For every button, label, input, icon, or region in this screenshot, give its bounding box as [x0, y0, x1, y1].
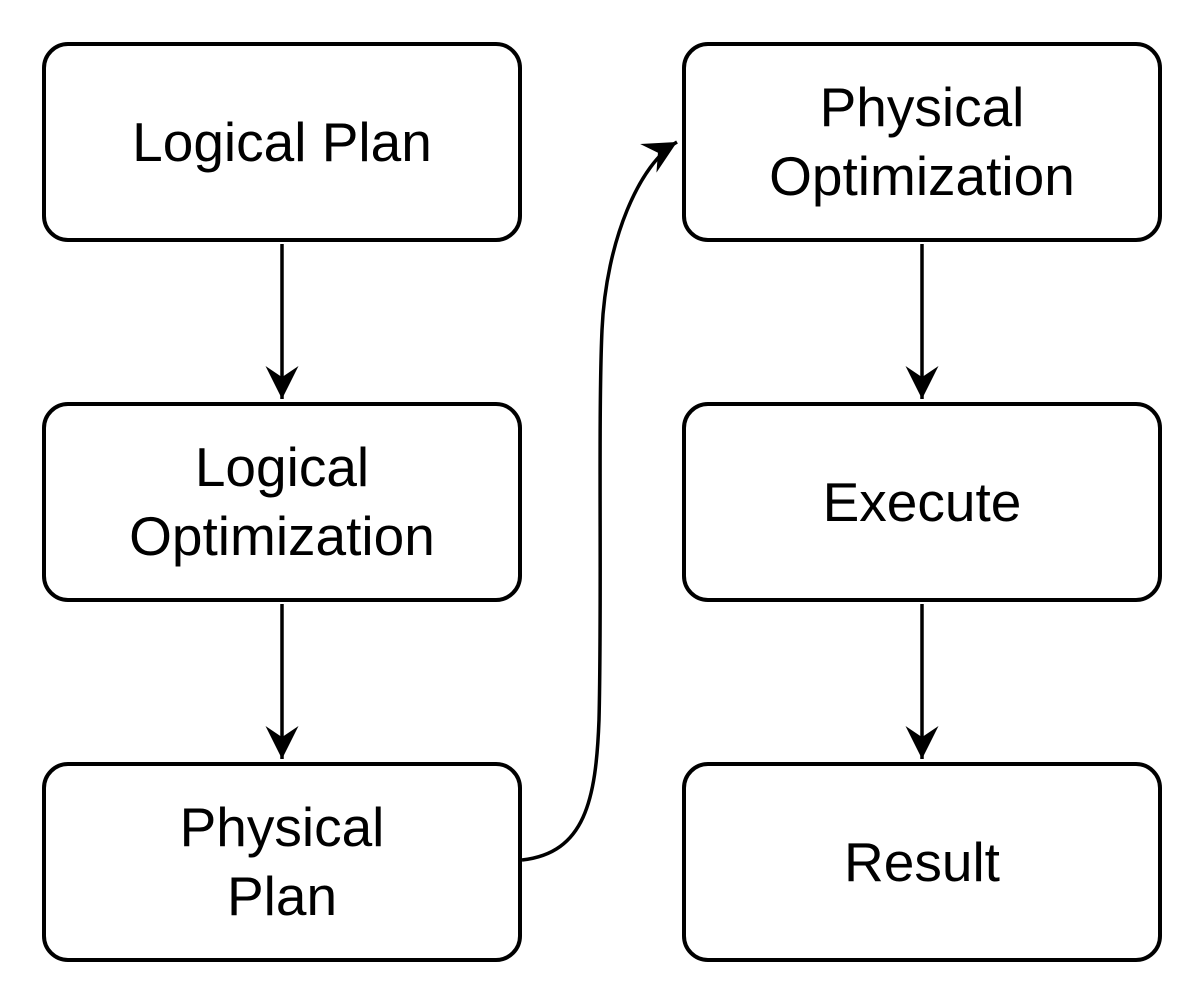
node-label: Result [844, 830, 1000, 893]
node-label: Logical Plan [132, 110, 432, 173]
node-physical-optimization: Physical Optimization [682, 42, 1162, 242]
node-label: Physical Plan [179, 796, 385, 927]
node-result: Result [682, 762, 1162, 962]
node-logical-optimization: Logical Optimization [42, 402, 522, 602]
node-physical-plan: Physical Plan [42, 762, 522, 962]
curved-arrow-icon [521, 140, 678, 862]
node-logical-plan: Logical Plan [42, 42, 522, 242]
node-execute: Execute [682, 402, 1162, 602]
edge-physical-plan-to-physical-optimization [521, 140, 678, 862]
node-label: Execute [822, 470, 1022, 533]
node-label: Physical Optimization [769, 76, 1075, 207]
node-label: Logical Optimization [129, 436, 435, 567]
